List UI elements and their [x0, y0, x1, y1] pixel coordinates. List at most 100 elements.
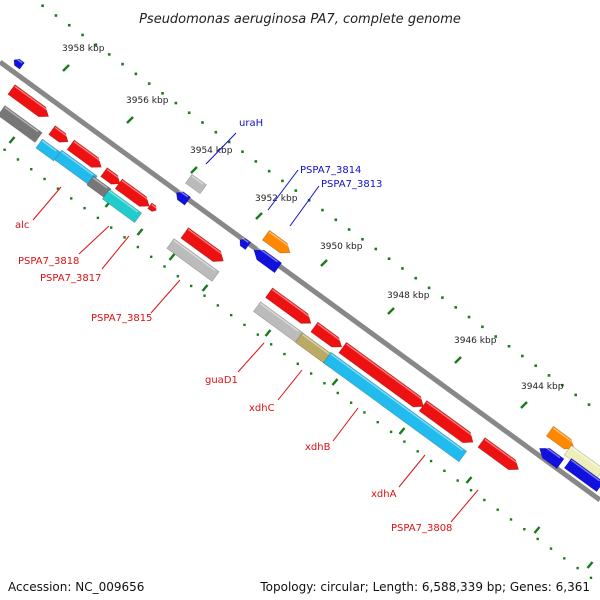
gene-arrow [253, 246, 283, 274]
gene-highlight [178, 190, 189, 198]
major-tick [387, 307, 395, 315]
label-leader [398, 454, 426, 488]
tick-dot [361, 237, 364, 241]
tick-dot [443, 469, 446, 473]
tick-dot [323, 382, 326, 385]
gene-highlight [73, 141, 102, 162]
major-tick [520, 401, 528, 409]
gene-highlight [173, 239, 216, 272]
tick-dot [30, 168, 33, 171]
tick-dot [241, 150, 244, 153]
gene-body [338, 341, 424, 408]
gene-highlight [121, 180, 150, 201]
gene-body [265, 287, 312, 324]
gene-arrow [166, 238, 220, 282]
minor-tick [136, 228, 144, 236]
tick-dot [429, 459, 433, 463]
gene-body [322, 351, 468, 463]
tick-dot [481, 325, 484, 329]
tick-dot [96, 216, 100, 220]
minor-tick [168, 253, 176, 261]
tick-dot [187, 111, 191, 115]
gene-arrow [66, 139, 102, 168]
tick-dot [294, 189, 298, 192]
tick-dot [576, 566, 579, 570]
gene-body [185, 173, 207, 195]
tick-dot [536, 537, 539, 541]
gene-body [253, 301, 303, 343]
gene-body [147, 202, 157, 212]
gene-label-p3814: PSPA7_3814 [300, 165, 361, 176]
gene-highlight [61, 151, 94, 176]
label-leader [277, 369, 303, 401]
gene-highlight [552, 427, 574, 444]
tick-dot [387, 257, 391, 261]
minor-tick [533, 526, 541, 534]
tick-dot [16, 158, 20, 161]
tick-dot [161, 92, 164, 95]
tick-dot [281, 179, 284, 183]
tick-dot [507, 344, 511, 348]
gene-body [477, 437, 519, 470]
tick-dot [56, 187, 60, 190]
gene-label-xdha: xdhA [371, 489, 397, 500]
gene-arrow [0, 105, 43, 143]
gene-label-ura: uraH [239, 118, 263, 129]
tick-dot [81, 33, 84, 37]
gene-arrow [100, 167, 121, 185]
gene-body [539, 447, 565, 469]
tick-dot [496, 508, 499, 511]
gene-label-p3817: PSPA7_3817 [40, 273, 101, 284]
tick-dot [494, 335, 498, 338]
tick-dot [467, 315, 471, 319]
gene-body [7, 84, 49, 117]
gene-highlight [14, 85, 49, 112]
gene-highlight [15, 58, 23, 64]
gene-arrow [239, 237, 252, 251]
tick-dot [216, 304, 220, 307]
gene-arrow [185, 173, 207, 195]
gene-body [35, 138, 61, 162]
gene-label-xdhb: xdhB [305, 442, 331, 453]
minor-tick [331, 378, 339, 386]
tick-track [3, 4, 594, 580]
gene-body [239, 238, 252, 251]
tick-dot [456, 479, 459, 482]
tick-dot [283, 352, 286, 356]
tick-dot [203, 294, 206, 297]
kbp-label: 3950 kbp [320, 242, 363, 252]
tick-dot [201, 121, 204, 124]
tick-dot [189, 284, 193, 288]
label-leader [289, 185, 320, 227]
gene-highlight [426, 401, 474, 437]
gene-arrow [13, 58, 25, 70]
kbp-label: 3948 kbp [387, 291, 430, 301]
gene-label-p3818: PSPA7_3818 [18, 256, 79, 267]
tick-dot [243, 323, 246, 327]
tick-dot [269, 343, 273, 346]
tick-dot [54, 14, 58, 17]
tick-dot [136, 245, 140, 249]
gene-highlight [570, 459, 600, 482]
tick-dot [376, 420, 379, 424]
tick-dot [521, 354, 524, 358]
major-tick [190, 166, 198, 174]
tick-dot [321, 208, 324, 212]
gene-body [295, 332, 337, 368]
tick-dot [363, 411, 366, 414]
tick-dot [176, 275, 180, 278]
gene-highlight [54, 126, 69, 138]
tick-dot [561, 383, 564, 387]
gene-body [166, 238, 220, 282]
label-leader [78, 225, 110, 255]
tick-dot [174, 101, 178, 105]
tick-dot [163, 265, 166, 268]
gene-body [563, 457, 600, 493]
gene-highlight [570, 446, 600, 469]
gene-body [114, 178, 150, 207]
gene-highlight [108, 190, 138, 213]
gene-body [100, 167, 121, 185]
tick-dot [83, 206, 86, 210]
tick-dot [534, 364, 537, 368]
tick-dot [389, 430, 393, 434]
